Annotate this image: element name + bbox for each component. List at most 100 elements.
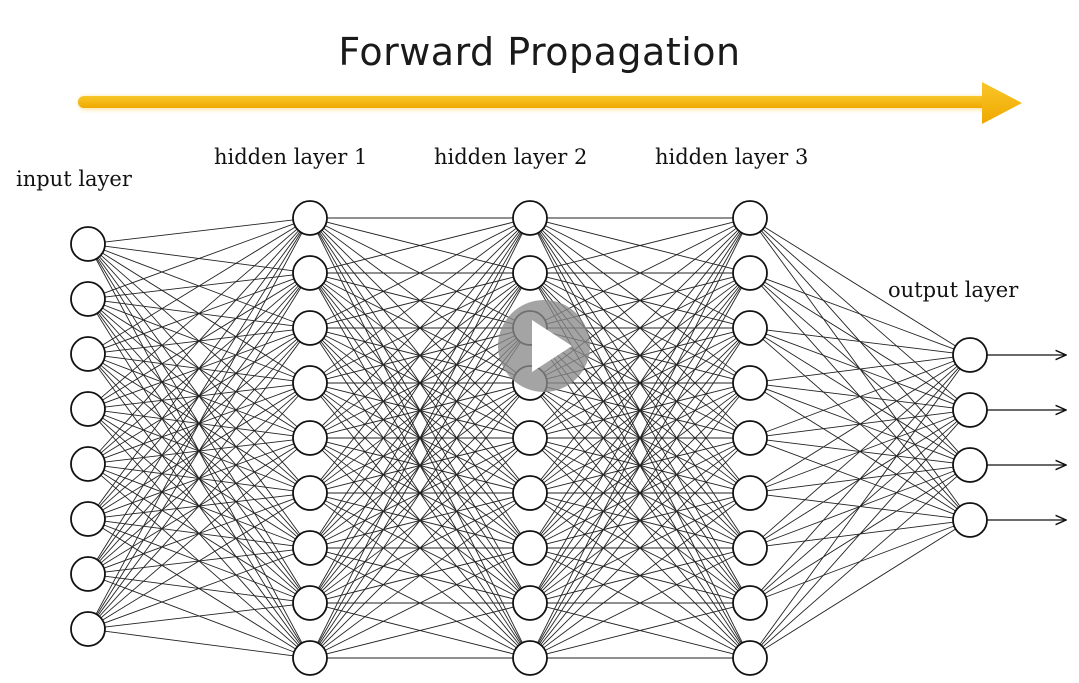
connection-edge (323, 227, 517, 374)
neuron-node (292, 475, 328, 511)
neuron-node (952, 392, 988, 428)
connection-edge (99, 395, 299, 617)
connection-edge (102, 501, 296, 621)
neuron-node (512, 530, 548, 566)
connection-edge (766, 356, 954, 382)
connection-edge (96, 232, 302, 560)
connection-edge (318, 287, 522, 644)
connection-edge (321, 229, 519, 427)
neuron-node (732, 420, 768, 456)
connection-edge (760, 367, 960, 591)
connection-edge (537, 233, 743, 643)
neuron-node (292, 200, 328, 236)
play-icon[interactable] (532, 320, 572, 372)
connection-edge (540, 230, 740, 481)
connection-edge (100, 228, 298, 399)
diagram-title: Forward Propagation (338, 30, 741, 74)
neuron-node (70, 611, 106, 647)
neuron-node (512, 475, 548, 511)
neuron-node (732, 475, 768, 511)
neuron-node (70, 226, 106, 262)
connection-edge (545, 555, 735, 651)
layer-label: input layer (16, 167, 133, 191)
connection-edge (99, 230, 299, 452)
neuron-node (292, 310, 328, 346)
connection-edge (538, 287, 742, 644)
neuron-node (70, 556, 106, 592)
neuron-node (70, 501, 106, 537)
connection-edge (97, 231, 301, 506)
neuron-node (292, 365, 328, 401)
connection-edge (546, 221, 734, 270)
neuron-node (70, 281, 106, 317)
connection-edge (323, 502, 517, 649)
layer-labels: input layer hidden layer 1 hidden layer 2 h… (16, 145, 1019, 302)
neuron-node (732, 365, 768, 401)
connection-edge (104, 604, 294, 628)
connection-edge (100, 448, 298, 619)
connection-edge (765, 360, 955, 433)
neuron-node (292, 420, 328, 456)
connection-edge (762, 475, 958, 648)
connection-edge (326, 606, 514, 655)
neuron-node (732, 640, 768, 676)
connection-edge (326, 221, 514, 270)
connection-edge (541, 229, 739, 427)
neuron-node (512, 640, 548, 676)
neuron-node (70, 391, 106, 427)
connection-edge (320, 395, 520, 646)
connection-edge (319, 341, 521, 645)
neuron-node (732, 585, 768, 621)
connection-edge (325, 555, 515, 651)
neuron-node (292, 530, 328, 566)
neuron-node (952, 447, 988, 483)
connection-edge (96, 287, 302, 615)
connection-edge (539, 231, 741, 535)
neuron-node (952, 502, 988, 538)
layer-label: output layer (888, 278, 1019, 302)
connection-edge (103, 553, 295, 624)
connection-edge (319, 231, 521, 535)
connection-edge (541, 449, 739, 647)
neuron-node (292, 585, 328, 621)
connection-edge (318, 232, 522, 589)
connection-edge (320, 230, 520, 481)
neuron-node (732, 310, 768, 346)
connection-edge (760, 422, 960, 646)
connection-edge (317, 233, 523, 643)
neuron-node (512, 420, 548, 456)
network-nodes (70, 200, 988, 676)
connection-edge (764, 363, 956, 485)
layer-label: hidden layer 2 (434, 145, 587, 169)
connection-edge (545, 225, 735, 321)
connection-edge (546, 606, 734, 655)
neuron-node (292, 255, 328, 291)
connection-edge (95, 232, 303, 615)
connection-edge (765, 278, 955, 350)
connection-edge (766, 329, 954, 354)
layer-label: hidden layer 1 (214, 145, 367, 169)
connection-edge (538, 232, 742, 589)
connection-edge (543, 502, 737, 649)
connection-edge (764, 528, 956, 650)
output-arrows (987, 355, 1066, 520)
neuron-node (732, 530, 768, 566)
neuron-node (732, 200, 768, 236)
neuron-node (512, 200, 548, 236)
neuron-node (512, 255, 548, 291)
layer-label: hidden layer 3 (655, 145, 808, 169)
neuron-node (70, 336, 106, 372)
neuron-node (292, 640, 328, 676)
connection-edge (103, 223, 295, 294)
connection-edge (104, 630, 294, 657)
connection-edge (759, 368, 961, 645)
neuron-node (512, 585, 548, 621)
connection-edge (102, 226, 296, 346)
play-button[interactable] (498, 300, 590, 392)
connection-edge (321, 449, 519, 647)
connection-edge (325, 225, 515, 321)
neuron-node (732, 255, 768, 291)
propagation-arrow (78, 82, 1022, 124)
connection-edge (762, 365, 958, 538)
